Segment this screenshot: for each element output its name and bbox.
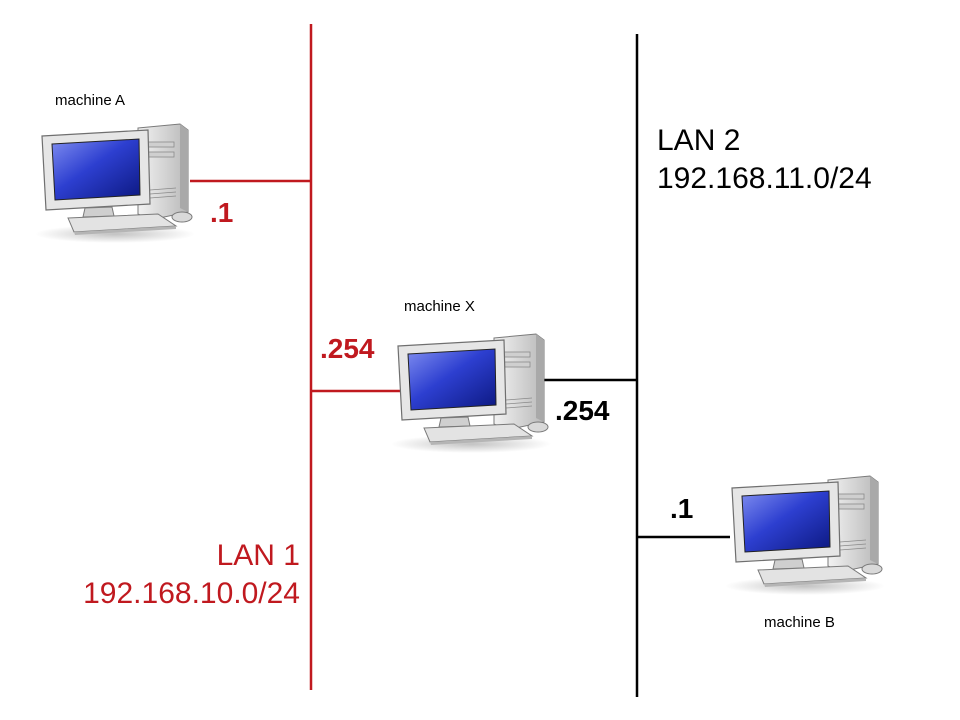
machine-a-ip-label: .1 bbox=[210, 197, 234, 228]
machine-x-lan2-ip-label: .254 bbox=[555, 395, 610, 426]
machine-a-label: machine A bbox=[55, 92, 126, 109]
lan1-network: 192.168.10.0/24 bbox=[83, 576, 300, 610]
lan2-network: 192.168.11.0/24 bbox=[657, 161, 872, 195]
machine-b-label: machine B bbox=[764, 614, 835, 631]
machine-b-ip-label: .1 bbox=[670, 493, 694, 524]
lan2-name: LAN 2 bbox=[657, 124, 741, 157]
machine-a-computer-icon bbox=[34, 123, 196, 244]
machine-b-computer-icon bbox=[724, 475, 886, 596]
lan1-name: LAN 1 bbox=[216, 539, 300, 572]
lan2-label: LAN 2 192.168.11.0/24 bbox=[657, 122, 872, 197]
machine-x-label: machine X bbox=[404, 298, 475, 315]
lan1-label: LAN 1 192.168.10.0/24 bbox=[83, 537, 300, 612]
machine-x-lan1-ip-label: .254 bbox=[320, 333, 375, 364]
machine-x-computer-icon bbox=[390, 333, 552, 454]
